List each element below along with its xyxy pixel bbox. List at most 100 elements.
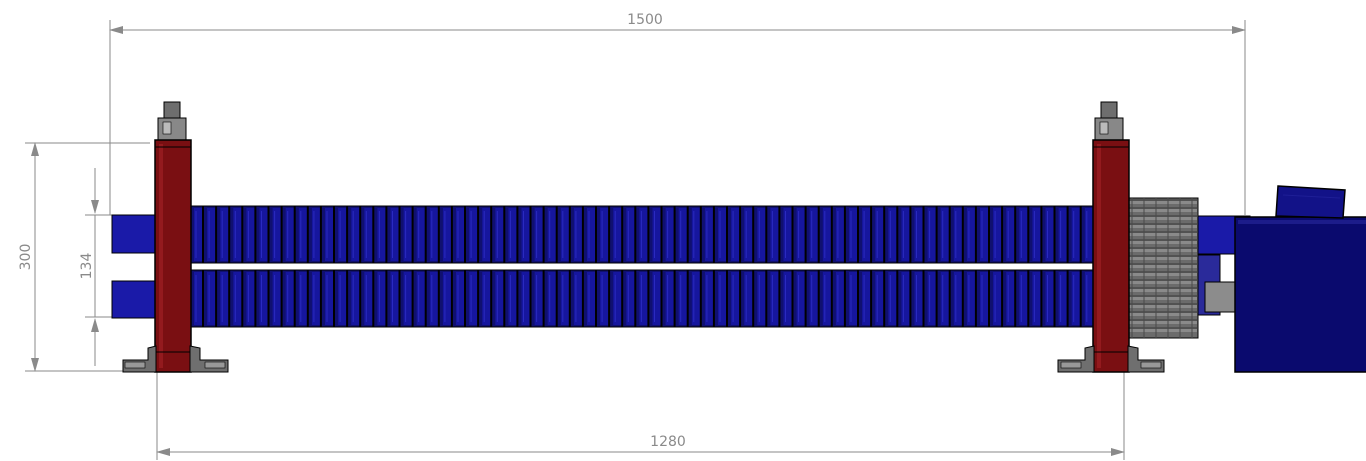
- fin: [731, 272, 741, 325]
- fin: [246, 208, 256, 261]
- fin: [220, 272, 230, 325]
- fin: [862, 272, 872, 325]
- fin: [442, 208, 452, 261]
- fin: [521, 208, 531, 261]
- fin: [390, 272, 400, 325]
- fin: [718, 272, 727, 325]
- fin: [495, 272, 505, 325]
- fin: [639, 272, 649, 325]
- fin: [482, 208, 492, 261]
- fin: [351, 208, 361, 261]
- fin: [338, 208, 348, 261]
- fin: [875, 208, 885, 261]
- fin: [953, 208, 963, 261]
- fin: [298, 208, 308, 261]
- fin: [272, 272, 282, 325]
- fin: [1058, 208, 1068, 261]
- fin: [822, 208, 832, 261]
- fin: [429, 272, 439, 325]
- fin: [456, 272, 465, 325]
- fin: [783, 272, 793, 325]
- fin: [573, 208, 583, 261]
- fin: [613, 272, 623, 325]
- fin: [822, 272, 832, 325]
- left-base-foot: [122, 345, 229, 373]
- fins-lower: [194, 270, 1095, 327]
- fin: [233, 208, 243, 261]
- fin: [259, 272, 269, 325]
- fin: [390, 208, 400, 261]
- fin: [849, 272, 858, 325]
- fin: [338, 272, 348, 325]
- fin: [298, 272, 308, 325]
- fin: [993, 208, 1003, 261]
- fin: [416, 272, 426, 325]
- fin: [626, 208, 636, 261]
- fin: [259, 208, 269, 261]
- fin: [927, 208, 937, 261]
- fin: [1084, 272, 1094, 325]
- fin: [744, 272, 754, 325]
- fin: [704, 272, 714, 325]
- fin: [888, 208, 898, 261]
- gear-tooth: [1126, 249, 1197, 252]
- fin: [796, 208, 806, 261]
- fin: [1071, 272, 1081, 325]
- fin: [691, 272, 701, 325]
- fin: [940, 272, 950, 325]
- fin: [966, 208, 976, 261]
- gear-tooth: [1126, 209, 1197, 212]
- gear-tooth: [1126, 289, 1197, 292]
- fin: [875, 272, 885, 325]
- fin: [980, 272, 989, 325]
- dimension-support-span: [156, 372, 1125, 460]
- fin: [377, 272, 387, 325]
- fin: [1019, 208, 1029, 261]
- gear-tooth: [1126, 225, 1197, 228]
- fin: [1006, 208, 1016, 261]
- fin: [220, 208, 230, 261]
- fin: [534, 272, 544, 325]
- fin: [783, 208, 793, 261]
- fin: [495, 208, 505, 261]
- fin: [233, 272, 243, 325]
- fin: [364, 208, 374, 261]
- dimension-label-overall-height: 300: [18, 244, 34, 271]
- fin: [194, 272, 203, 325]
- fin: [1045, 208, 1055, 261]
- gear-tooth: [1126, 241, 1197, 244]
- fin: [744, 208, 754, 261]
- dimension-overall-height: [25, 142, 150, 372]
- fin: [835, 208, 845, 261]
- fin: [600, 208, 610, 261]
- fin: [704, 208, 714, 261]
- fin: [469, 272, 479, 325]
- fin: [1006, 272, 1016, 325]
- gear-tooth: [1126, 321, 1197, 324]
- fin: [600, 272, 610, 325]
- fin: [1019, 272, 1029, 325]
- gear-tooth: [1126, 217, 1197, 220]
- fin: [940, 208, 950, 261]
- fin: [731, 208, 741, 261]
- fin: [966, 272, 976, 325]
- fin: [456, 208, 465, 261]
- dimension-label-overall-length: 1500: [627, 12, 663, 28]
- fin: [587, 208, 596, 261]
- fin: [718, 208, 727, 261]
- fin: [1071, 208, 1081, 261]
- fin: [888, 272, 898, 325]
- fin: [665, 272, 675, 325]
- fin: [311, 272, 321, 325]
- fin: [849, 208, 858, 261]
- gear-tooth: [1126, 233, 1197, 236]
- fin: [809, 208, 819, 261]
- fin: [914, 272, 924, 325]
- dimension-tube-spacing: [85, 168, 112, 366]
- fin: [639, 208, 649, 261]
- fin: [207, 272, 217, 325]
- gear-tooth: [1126, 273, 1197, 276]
- gear-tooth: [1126, 329, 1197, 332]
- fin: [927, 272, 937, 325]
